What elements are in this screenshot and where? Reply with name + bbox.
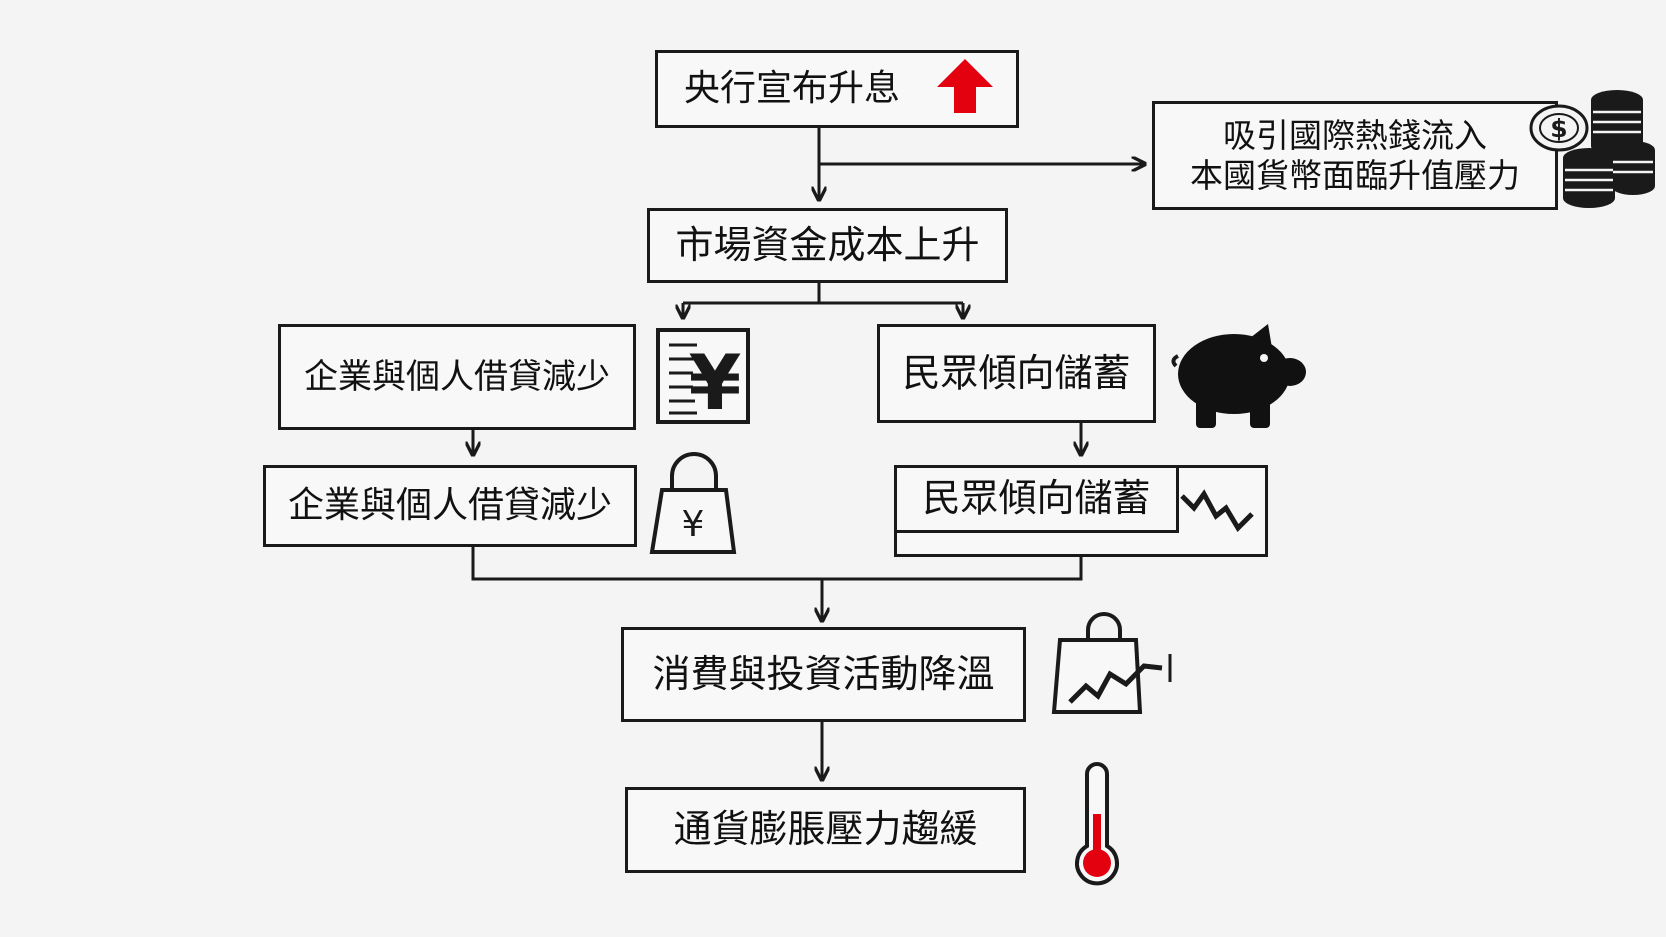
connector-merge: [471, 547, 1083, 581]
saving-tendency-node-bottom: 民眾傾向儲蓄: [894, 465, 1179, 533]
declining-trend-icon: [1180, 489, 1254, 533]
capital-cost-label: 市場資金成本上升: [675, 222, 980, 267]
yen-symbol-bag: ¥: [682, 504, 705, 545]
lending-decrease-node-bottom: 企業與個人借貸減少: [263, 465, 637, 547]
lending-decrease-node-top: 企業與個人借貸減少: [278, 324, 636, 430]
thermometer-icon: [1075, 762, 1119, 886]
consumption-cooling-node: 消費與投資活動降溫: [621, 627, 1026, 722]
shopping-bag-trend-icon: [1051, 612, 1172, 714]
rate-hike-label: 央行宣布升息: [683, 68, 900, 110]
saving-tendency-label-bottom: 民眾傾向儲蓄: [922, 476, 1151, 521]
inflation-easing-label: 通貨膨脹壓力趨緩: [673, 807, 978, 852]
lending-decrease-label-bottom: 企業與個人借貸減少: [287, 485, 612, 527]
consumption-cooling-label: 消費與投資活動降溫: [652, 651, 995, 696]
piggy-bank-icon: [1171, 324, 1306, 428]
dollar-coin-stacks-icon: $: [1529, 90, 1655, 208]
yen-shopping-bag-icon: ¥: [649, 452, 737, 554]
saving-tendency-node-top: 民眾傾向儲蓄: [877, 324, 1156, 423]
hot-money-label-line1: 吸引國際熱錢流入: [1223, 115, 1487, 155]
hot-money-label-line2: 本國貨幣面臨升值壓力: [1190, 155, 1520, 195]
dollar-symbol: $: [1550, 114, 1567, 143]
capital-cost-node: 市場資金成本上升: [647, 208, 1008, 283]
yen-symbol-document: ¥: [689, 338, 742, 425]
lending-decrease-label-top: 企業與個人借貸減少: [304, 356, 610, 397]
red-up-arrow-icon: [937, 59, 993, 113]
hot-money-node: 吸引國際熱錢流入 本國貨幣面臨升值壓力: [1152, 101, 1558, 210]
yen-document-icon: ¥: [656, 328, 750, 425]
saving-tendency-label-top: 民眾傾向儲蓄: [902, 350, 1131, 395]
inflation-easing-node: 通貨膨脹壓力趨緩: [625, 787, 1026, 873]
